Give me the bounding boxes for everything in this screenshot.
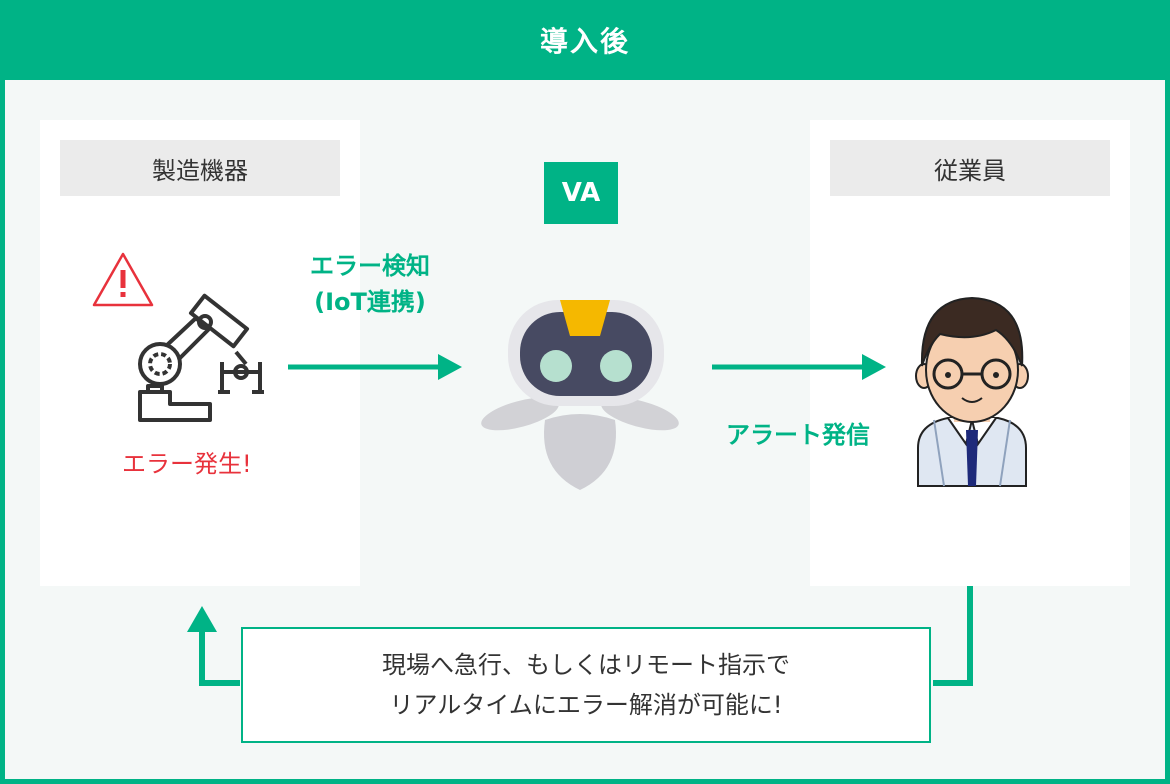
detect-label-line1: エラー検知 xyxy=(310,252,430,280)
machine-panel-title: 製造機器 xyxy=(60,140,340,196)
detect-arrow xyxy=(288,354,462,380)
alert-arrow xyxy=(712,354,886,380)
employee-panel-title: 従業員 xyxy=(830,140,1110,196)
detect-label: エラー検知 (IoT連携) xyxy=(290,248,450,320)
alert-label: アラート発信 xyxy=(726,421,870,449)
robot-arm-icon xyxy=(138,293,264,422)
page-title: 導入後 xyxy=(0,0,1170,80)
warning-icon xyxy=(92,252,154,307)
result-note: 現場へ急行、もしくはリモート指示で リアルタイムにエラー解消が可能に! xyxy=(241,627,931,743)
result-note-line2: リアルタイムにエラー解消が可能に! xyxy=(389,691,783,719)
feedback-loop-arrow xyxy=(187,586,973,686)
machine-panel: 製造機器 xyxy=(40,120,360,586)
va-robot-icon xyxy=(481,300,679,490)
employee-icon xyxy=(915,296,1029,487)
result-note-line1: 現場へ急行、もしくはリモート指示で xyxy=(382,651,790,679)
error-status: エラー発生! xyxy=(122,450,252,478)
va-badge: VA xyxy=(544,162,618,224)
detect-label-line2: (IoT連携) xyxy=(314,288,426,316)
